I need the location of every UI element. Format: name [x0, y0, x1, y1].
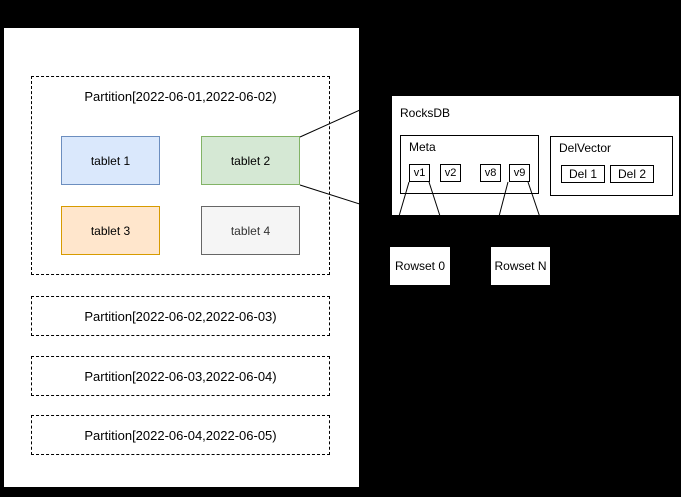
tablet-2: tablet 2 — [201, 136, 300, 185]
tablet-2-label: tablet 2 — [230, 153, 271, 168]
table-panel: Partition[2022-06-01,2022-06-02) tablet … — [3, 27, 360, 488]
partition-2-label: Partition[2022-06-02,2022-06-03) — [84, 308, 277, 324]
tablet-1-label: tablet 1 — [90, 153, 131, 168]
delvector-box: DelVector Del 1 Del 2 — [550, 136, 673, 196]
tablet-4: tablet 4 — [201, 206, 300, 255]
rocksdb-title: RocksDB — [400, 106, 451, 120]
del-entry-1: Del 1 — [561, 165, 605, 183]
version-v2-label: v2 — [444, 167, 457, 179]
del-entry-2: Del 2 — [610, 165, 654, 183]
partition-box-3: Partition[2022-06-03,2022-06-04) — [31, 356, 330, 396]
partition-3-label: Partition[2022-06-03,2022-06-04) — [84, 368, 277, 384]
delvector-title: DelVector — [559, 141, 612, 155]
tablet-1: tablet 1 — [61, 136, 160, 185]
tablet-3: tablet 3 — [61, 206, 160, 255]
meta-title: Meta — [409, 140, 436, 154]
partition-box-2: Partition[2022-06-02,2022-06-03) — [31, 296, 330, 336]
rowset-0-box: Rowset 0 — [390, 247, 450, 285]
version-box-v1: v1 — [409, 164, 430, 182]
version-v9-label: v9 — [513, 167, 526, 179]
version-box-v2: v2 — [440, 164, 461, 182]
rowset-n-box: Rowset N — [491, 247, 550, 285]
version-box-v8: v8 — [480, 164, 501, 182]
rocksdb-panel: RocksDB Meta v1 v2 v8 v9 DelVector Del 1… — [391, 95, 680, 216]
rowset-0-label: Rowset 0 — [394, 259, 446, 273]
version-box-v9: v9 — [509, 164, 530, 182]
meta-box: Meta v1 v2 v8 v9 — [400, 135, 539, 194]
del-entry-1-label: Del 1 — [568, 167, 597, 181]
version-v8-label: v8 — [484, 167, 497, 179]
partition-box-4: Partition[2022-06-04,2022-06-05) — [31, 415, 330, 455]
tablet-3-label: tablet 3 — [90, 223, 131, 238]
partition-box-1: Partition[2022-06-01,2022-06-02) — [31, 76, 330, 275]
rowset-n-label: Rowset N — [494, 259, 547, 273]
version-v1-label: v1 — [413, 167, 426, 179]
partition-4-label: Partition[2022-06-04,2022-06-05) — [84, 427, 277, 443]
partition-1-label: Partition[2022-06-01,2022-06-02) — [84, 89, 277, 104]
del-entry-2-label: Del 2 — [617, 167, 646, 181]
tablet-4-label: tablet 4 — [230, 223, 271, 238]
